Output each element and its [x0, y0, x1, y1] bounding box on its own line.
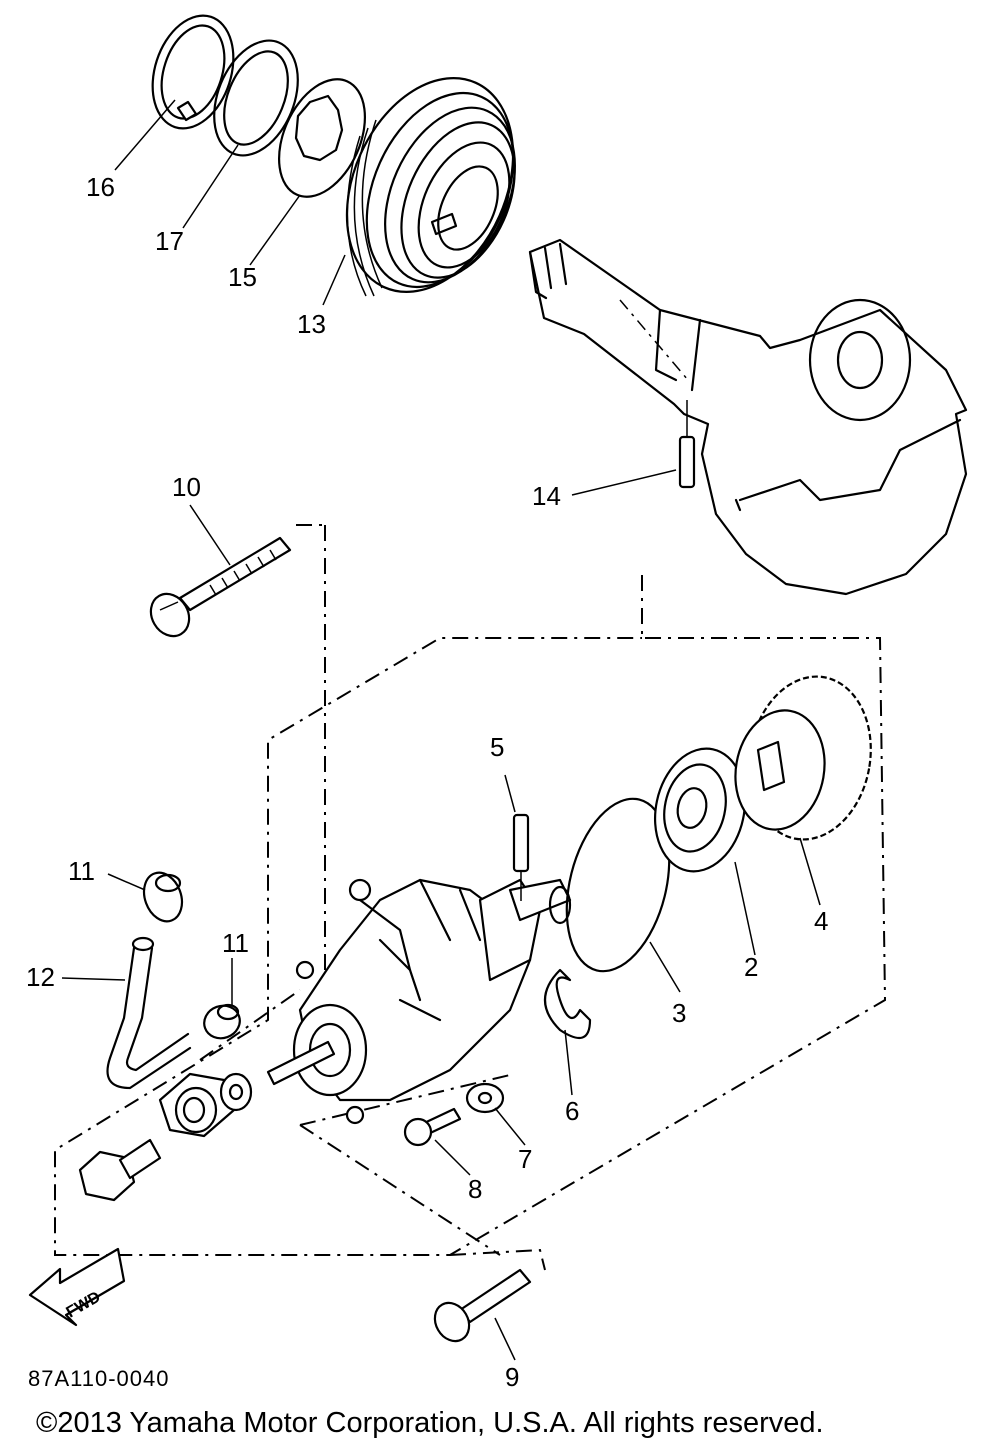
- copper-washer: [219, 1072, 253, 1112]
- callout-6: 6: [565, 1096, 579, 1126]
- dowel-pin-14: [678, 400, 696, 489]
- washer-17: [213, 39, 299, 157]
- crankshaft: [528, 238, 968, 596]
- leader-lines: [61, 99, 821, 1361]
- callout-10: 10: [172, 472, 201, 502]
- fwd-arrow: FWD: [28, 1247, 126, 1327]
- oil-pump-body: [266, 878, 572, 1125]
- bolt-10: [149, 536, 292, 638]
- callout-4: 4: [814, 906, 828, 936]
- callout-2: 2: [744, 952, 758, 982]
- bolt-9: [433, 1268, 532, 1343]
- callout-5: 5: [490, 732, 504, 762]
- pulley-13: [345, 77, 516, 297]
- lock-washer-16: [277, 78, 367, 198]
- copyright: ©2013 Yamaha Motor Corporation, U.S.A. A…: [36, 1407, 824, 1439]
- callout-15: 16: [86, 172, 115, 202]
- clip-6: [544, 968, 592, 1040]
- callout-8: 8: [468, 1174, 482, 1204]
- leader-crank: [619, 299, 689, 381]
- callout-12: 12: [26, 962, 55, 992]
- callout-14: 14: [532, 481, 561, 511]
- collar-11-lower: [203, 1003, 241, 1040]
- collar-11-upper: [142, 871, 184, 923]
- callout-13: 13: [297, 309, 326, 339]
- bolt-8: [403, 1107, 462, 1147]
- callout-17: 17: [155, 226, 184, 256]
- banjo-bolt: [78, 1138, 162, 1202]
- washer-7: [465, 1082, 505, 1114]
- circlip-15: [151, 14, 235, 130]
- bearing-2: [653, 747, 747, 873]
- assembly-outline: [54, 575, 887, 1256]
- callout-9: 9: [505, 1362, 519, 1392]
- callout-11-upper: 11: [68, 856, 95, 886]
- callout-3: 3: [672, 998, 686, 1028]
- gear-4: [734, 675, 872, 841]
- pin-5: [512, 813, 530, 901]
- callout-11-lower: 11: [222, 928, 249, 958]
- callout-7: 7: [518, 1144, 532, 1174]
- part-code: 87A110-0040: [28, 1366, 170, 1391]
- callout-16: 15: [228, 262, 257, 292]
- o-ring-3: [565, 797, 671, 973]
- pipe-12: [106, 936, 192, 1090]
